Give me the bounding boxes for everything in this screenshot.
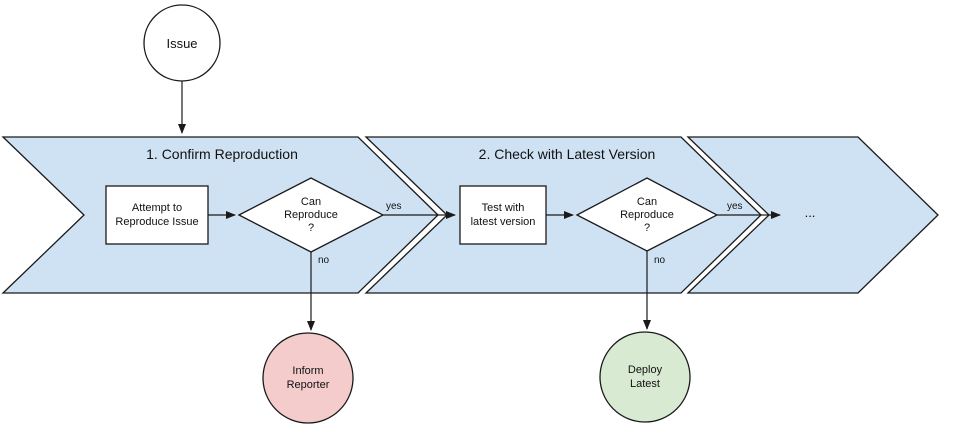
yes-label-1: yes: [386, 201, 402, 212]
decision1-label: Can Reproduce ?: [284, 195, 338, 234]
deploy-latest-circle: [599, 331, 691, 423]
stage2-title: 2. Check with Latest Version: [478, 146, 656, 162]
yes-label-2: yes: [727, 201, 743, 212]
no-label-1: no: [318, 255, 330, 266]
task2-label: Test with latest version: [470, 202, 536, 228]
inform-reporter-circle: [262, 332, 354, 424]
task-box-1: [105, 185, 209, 245]
continuation-ellipsis: ...: [804, 204, 816, 220]
decision2-label: Can Reproduce ?: [620, 195, 674, 234]
inform-reporter-label: Inform Reporter: [286, 365, 330, 391]
start-node-label: Issue: [166, 35, 198, 51]
task1-label: Attempt to Reproduce Issue: [115, 202, 199, 228]
no-label-2: no: [654, 255, 666, 266]
deploy-latest-label: Deploy Latest: [627, 364, 663, 390]
stage1-title: 1. Confirm Reproduction: [146, 146, 298, 162]
